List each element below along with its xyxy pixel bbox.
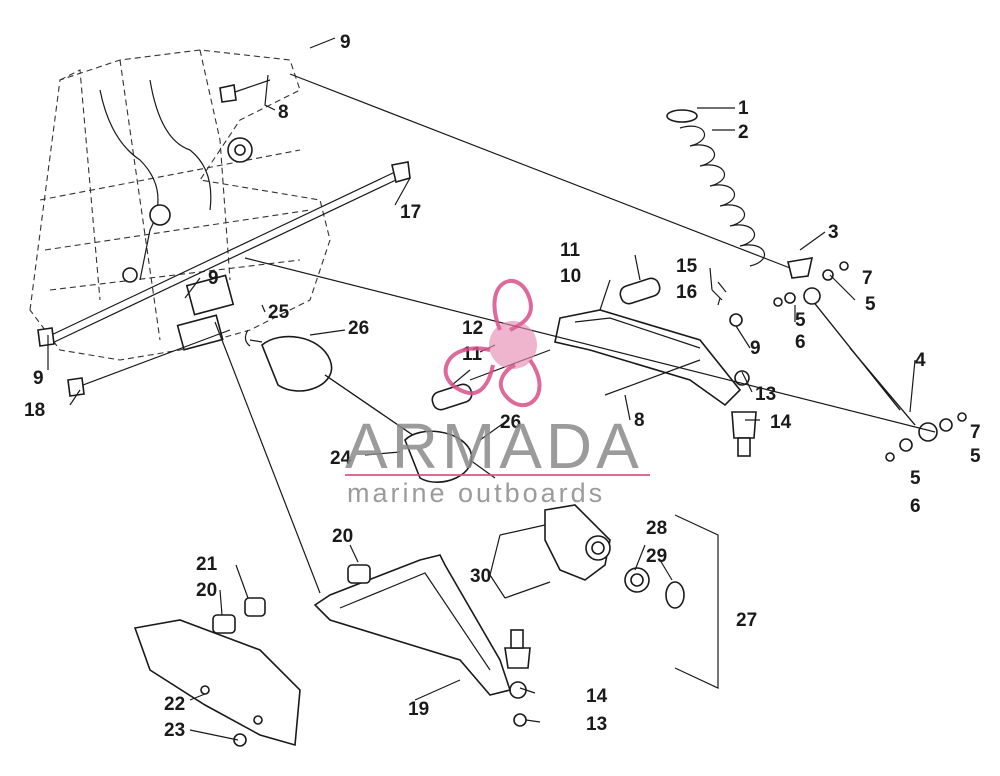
callout-22: 22 (164, 694, 185, 715)
armada-watermark: ARMADA marine outboards (345, 279, 650, 508)
callout-7: 7 (862, 268, 873, 289)
callout-8: 8 (634, 410, 645, 431)
callout-5: 5 (910, 468, 921, 489)
callout-6: 6 (795, 332, 806, 353)
callout-5: 5 (795, 310, 806, 331)
callout-27: 27 (736, 610, 757, 631)
callout-25: 25 (268, 302, 290, 323)
callout-20: 20 (332, 526, 353, 547)
callout-5: 5 (865, 294, 876, 315)
callout-26: 26 (500, 412, 521, 433)
callout-11: 11 (560, 240, 581, 261)
callout-28: 28 (646, 518, 667, 539)
callout-15: 15 (676, 256, 698, 277)
callout-8: 8 (278, 102, 289, 123)
callout-labels: 1 2 3 4 5 5 5 5 6 6 7 7 8 8 9 9 9 9 10 1… (24, 32, 981, 741)
callout-6: 6 (910, 496, 921, 517)
callout-20: 20 (196, 580, 217, 601)
callout-23: 23 (164, 720, 185, 741)
a-arm-guard (133, 619, 301, 747)
callout-4: 4 (915, 350, 926, 371)
watermark-brand: ARMADA (345, 410, 643, 482)
long-bolts (37, 79, 411, 397)
callout-7: 7 (970, 422, 981, 443)
callout-21: 21 (196, 554, 218, 575)
callout-13: 13 (586, 714, 607, 735)
lower-a-arm (212, 554, 531, 727)
callout-26: 26 (348, 318, 369, 339)
callout-12: 12 (462, 318, 483, 339)
callout-14: 14 (770, 412, 792, 433)
callout-9: 9 (33, 368, 44, 389)
callout-13: 13 (755, 384, 776, 405)
callout-29: 29 (646, 546, 667, 567)
callout-2: 2 (738, 122, 749, 143)
callout-30: 30 (470, 566, 491, 587)
cv-axle (244, 329, 496, 483)
propeller-logo (443, 279, 542, 408)
callout-10: 10 (560, 266, 581, 287)
callout-1: 1 (738, 98, 749, 119)
callout-17: 17 (400, 202, 421, 223)
assembly-arrows (214, 73, 936, 594)
chassis-frame (29, 49, 331, 361)
upper-a-arm (431, 277, 757, 457)
coil-spring (679, 125, 765, 267)
callout-16: 16 (676, 282, 697, 303)
watermark-tagline: marine outboards (347, 478, 605, 508)
spindle-knuckle (499, 504, 719, 689)
callout-14: 14 (586, 686, 608, 707)
callout-24: 24 (330, 448, 352, 469)
callout-3: 3 (828, 222, 839, 243)
callout-5: 5 (970, 446, 981, 467)
spring-and-shock (666, 109, 967, 462)
callout-19: 19 (408, 699, 429, 720)
callout-9: 9 (750, 338, 761, 359)
callout-9: 9 (208, 268, 219, 289)
callout-9: 9 (340, 32, 351, 53)
callout-18: 18 (24, 400, 45, 421)
